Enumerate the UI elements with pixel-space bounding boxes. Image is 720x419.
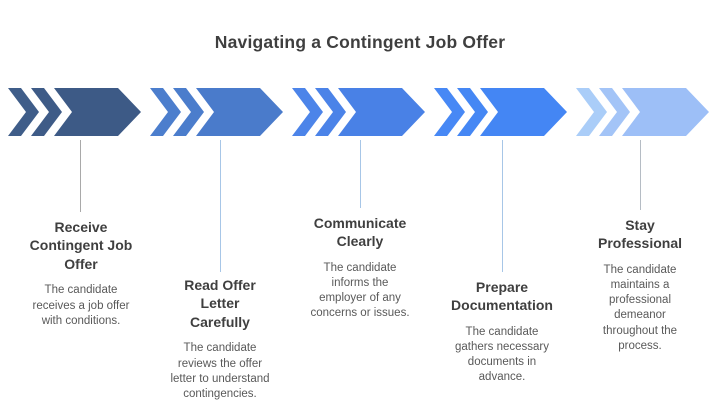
step-description: The candidate reviews the offer letter t… — [170, 342, 270, 400]
step-4-arrow-group — [434, 88, 570, 136]
step-description: The candidate receives a job offer with … — [32, 284, 130, 327]
chevron-icon — [31, 88, 62, 136]
step-1-text-block: Receive Contingent Job Offer The candida… — [20, 218, 142, 329]
step-4-connector-line — [502, 140, 503, 272]
chevron-icon — [150, 88, 181, 136]
step-heading: Stay Professional — [597, 217, 683, 252]
chevron-icon — [173, 88, 204, 136]
step-3-arrow-group — [292, 88, 428, 136]
step-1-arrow-group — [8, 88, 144, 136]
chevron-icon — [599, 88, 630, 136]
step-heading: Receive Contingent Job Offer — [29, 219, 133, 272]
block-arrow-icon — [480, 88, 567, 136]
step-4-text-block: Prepare Documentation The candidate gath… — [439, 278, 565, 386]
step-description: The candidate maintains a professional d… — [602, 263, 678, 352]
block-arrow-icon — [338, 88, 425, 136]
page-title: Navigating a Contingent Job Offer — [214, 32, 506, 52]
step-3-connector-line — [360, 140, 361, 208]
step-heading: Communicate Clearly — [313, 215, 407, 250]
step-5-arrow-group — [576, 88, 712, 136]
step-heading: Read Offer Letter Carefully — [184, 277, 256, 330]
step-5-text-block: Stay Professional The candidate maintain… — [584, 216, 696, 354]
step-5-connector-line — [640, 140, 641, 210]
chevron-icon — [434, 88, 465, 136]
step-2-connector-line — [220, 140, 221, 272]
step-1-connector-line — [80, 140, 81, 212]
step-heading: Prepare Documentation — [451, 279, 553, 314]
step-3-text-block: Communicate Clearly The candidate inform… — [300, 214, 420, 322]
block-arrow-icon — [622, 88, 709, 136]
chevron-icon — [8, 88, 39, 136]
chevron-icon — [457, 88, 488, 136]
step-2-arrow-group — [150, 88, 286, 136]
step-2-text-block: Read Offer Letter Carefully The candidat… — [157, 276, 283, 402]
chevron-icon — [292, 88, 323, 136]
chevron-icon — [576, 88, 607, 136]
step-description: The candidate informs the employer of an… — [310, 261, 410, 320]
chevron-icon — [315, 88, 346, 136]
step-description: The candidate gathers necessary document… — [455, 325, 549, 384]
process-arrow-row — [8, 88, 712, 136]
block-arrow-icon — [196, 88, 283, 136]
block-arrow-icon — [54, 88, 141, 136]
